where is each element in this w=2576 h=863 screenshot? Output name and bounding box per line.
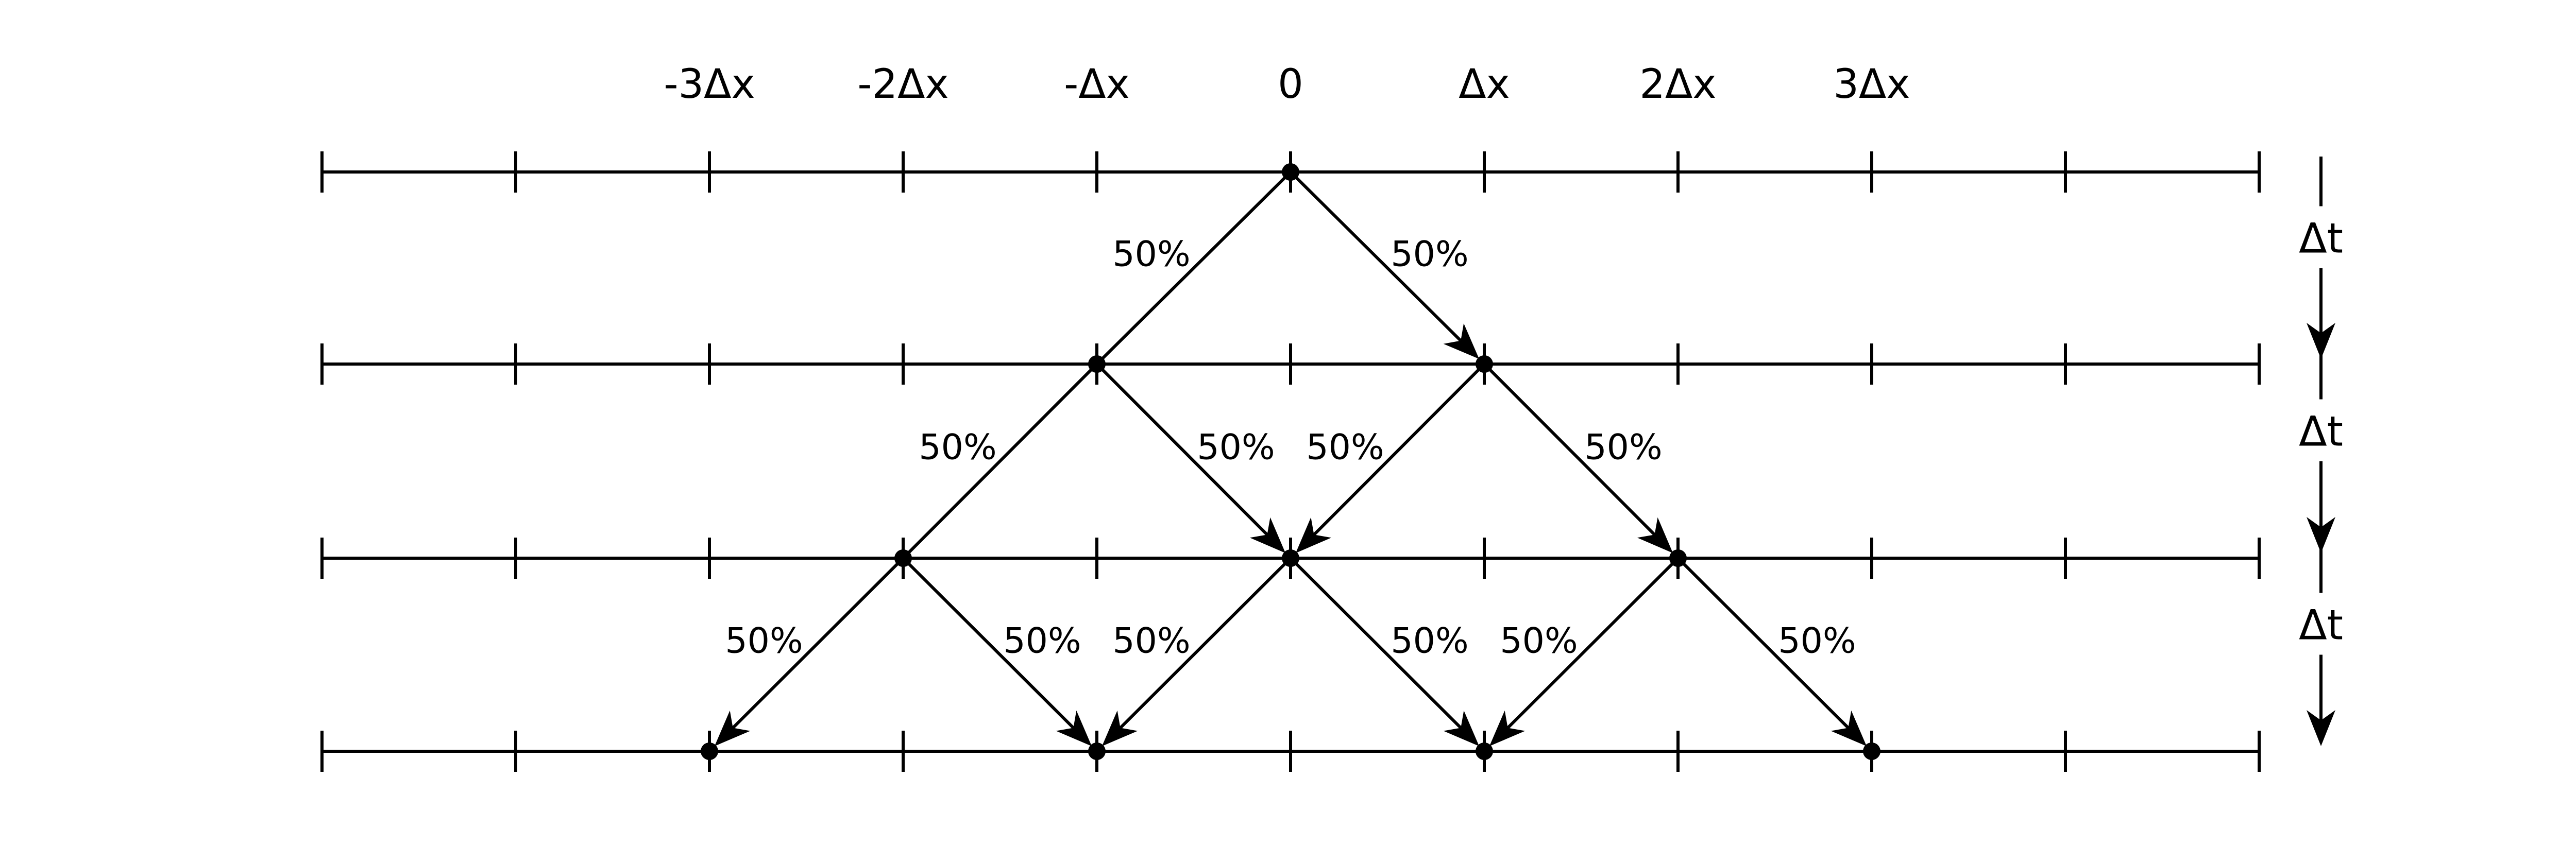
time-step-arrow: Δt [2299,349,2343,553]
transition-arrow [1289,557,1480,747]
probability-label: 50% [1197,427,1275,468]
transition-arrow [902,557,1092,747]
transition-arrow [714,557,905,747]
walker-node [894,549,912,567]
position-label: 3Δx [1833,61,1910,108]
arrow-shaft [902,363,1098,560]
arrow-shaft [1289,170,1462,342]
transition-arrow [1295,363,1486,554]
time-step-arrow: Δt [2299,543,2343,746]
walker-node [1088,743,1106,760]
walker-node [1863,743,1880,760]
time-arrowhead [2307,323,2335,359]
walker-node [1476,355,1493,373]
time-step-label: Δt [2299,601,2343,649]
probability-label: 50% [919,427,996,468]
walker-node [1669,549,1687,567]
probability-label: 50% [1112,234,1190,275]
time-arrowhead [2307,517,2335,553]
walker-node [1282,549,1299,567]
probability-label: 50% [1391,621,1468,662]
arrow-shaft [902,557,1075,729]
transition-arrow [902,363,1098,560]
arrowhead [1637,517,1673,554]
arrow-shaft [1095,363,1268,536]
arrowhead [1249,517,1286,554]
transition-arrow [1483,363,1673,554]
transition-arrow [1101,557,1292,747]
nodes [701,163,1880,760]
probability-label: 50% [1584,427,1662,468]
arrow-shaft [1506,557,1680,729]
arrowhead [714,710,751,747]
probability-label: 50% [725,621,803,662]
walker-node [1476,743,1493,760]
transition-arrow [1095,170,1292,366]
probability-label: 50% [1500,621,1578,662]
probability-label: 50% [1306,427,1384,468]
transitions [714,170,1867,747]
position-label: -2Δx [857,61,948,108]
arrowhead [1489,710,1526,747]
arrowhead [1831,710,1867,747]
arrow-shaft [1676,557,1850,729]
arrow-shaft [1095,170,1292,366]
arrowhead [1056,710,1092,747]
transition-arrow [1289,170,1480,359]
position-label: -3Δx [664,61,755,108]
walker-node [1088,355,1106,373]
transition-arrow [1095,363,1286,554]
walker-node [1282,163,1299,181]
position-axes [320,151,2261,772]
transition-arrow [1489,557,1680,747]
time-step-label: Δt [2299,408,2343,456]
arrow-shaft [1483,363,1656,536]
walker-node [701,743,718,760]
axis-row-1 [320,343,2261,385]
position-label: Δx [1459,61,1510,108]
transition-arrow [1676,557,1867,747]
probability-label: 50% [1003,621,1081,662]
position-labels: -3Δx -2Δx -Δx 0 Δx 2Δx 3Δx [664,61,1910,108]
time-step-label: Δt [2299,215,2343,263]
probability-label: 50% [1112,621,1190,662]
axis-row-3 [320,731,2261,772]
position-label: 0 [1278,61,1303,108]
arrowhead [1443,323,1480,359]
transition-labels: 50% 50% 50% 50% 50% 50% 50% 50% 50% 50% 50% 50% [725,234,1856,662]
probability-label: 50% [1391,234,1468,275]
position-label: 2Δx [1639,61,1716,108]
time-step-arrow: Δt [2299,157,2343,359]
arrow-shaft [1313,363,1486,536]
arrowhead [1295,517,1332,554]
arrow-shaft [1119,557,1292,729]
probability-label: 50% [1778,621,1856,662]
arrowhead [1101,710,1138,747]
arrow-shaft [1289,557,1462,729]
position-label: -Δx [1064,61,1130,108]
time-arrowhead [2307,710,2335,746]
arrow-shaft [732,557,905,729]
arrowhead [1443,710,1480,747]
